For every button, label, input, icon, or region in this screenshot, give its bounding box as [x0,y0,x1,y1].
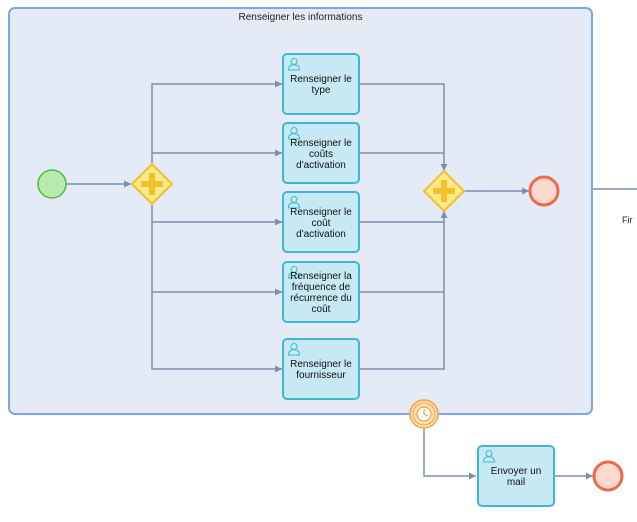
task-renseigner-type[interactable]: Renseigner le type [282,53,360,115]
flow-type-to-join [360,83,448,171]
subprocess-title: Renseigner les informations [238,12,363,23]
parallel-gateway-split[interactable] [130,162,174,206]
user-task-icon [482,450,496,463]
end-event-subprocess[interactable] [528,175,560,207]
end-event-mail[interactable] [592,460,624,492]
task-label: Renseigner le coûts d'activation [290,137,352,171]
task-label: Renseigner la fréquence de récurrence du… [290,271,352,315]
parallel-gateway-icon [433,180,455,202]
flow-split-to-cout [151,205,282,226]
task-envoyer-un-mail[interactable]: Envoyer un mail [477,445,555,507]
user-task-icon [287,196,301,209]
parallel-gateway-join[interactable] [422,169,466,213]
user-task-icon [287,343,301,356]
user-task-icon [287,127,301,140]
start-event[interactable] [37,169,67,199]
timer-boundary-event[interactable] [409,399,439,429]
flow-fournisseur-to-join [360,211,448,370]
flow-split-to-fournisseur [151,292,282,373]
timer-event-icon [416,406,432,422]
task-renseigner-cout-activation[interactable]: Renseigner le coût d'activation [282,191,360,253]
task-renseigner-frequence-recurrence[interactable]: Renseigner la fréquence de récurrence du… [282,261,360,323]
task-label: Renseigner le type [290,74,352,96]
flow-timer-to-mail [423,429,476,480]
task-label: Renseigner le coût d'activation [290,206,352,240]
user-task-icon [287,266,301,279]
flow-label: Fir [622,215,633,225]
task-label: Renseigner le fournisseur [290,359,352,381]
task-label: Envoyer un mail [490,466,542,488]
user-task-icon [287,58,301,71]
parallel-gateway-icon [141,173,163,195]
task-renseigner-fournisseur[interactable]: Renseigner le fournisseur [282,338,360,400]
task-renseigner-couts-activation[interactable]: Renseigner le coûts d'activation [282,122,360,184]
flow-split-to-frequence [151,222,282,296]
flow-split-to-type [151,80,282,163]
